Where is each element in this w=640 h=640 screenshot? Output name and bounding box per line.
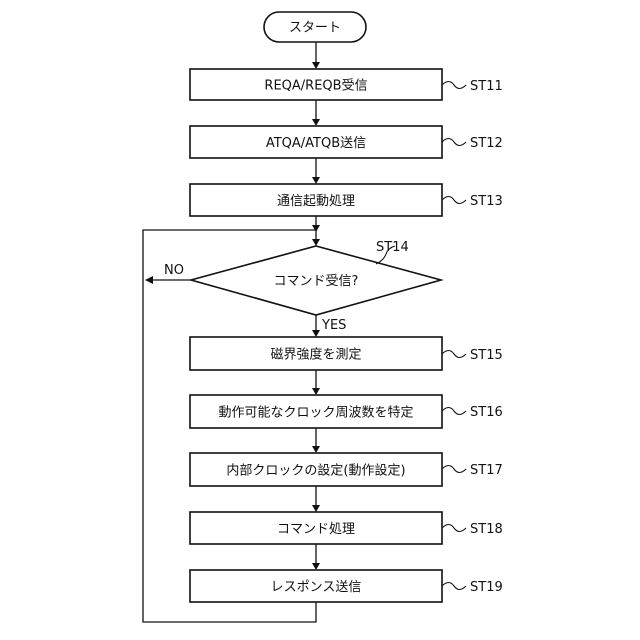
step-id-st12: ST12 <box>470 136 503 151</box>
arrowhead <box>312 119 320 126</box>
arrowhead <box>312 62 320 69</box>
decision-label-st14: コマンド受信? <box>274 274 359 289</box>
step-leader <box>442 139 466 146</box>
process-label-st16: 動作可能なクロック周波数を特定 <box>218 406 413 421</box>
start-label: スタート <box>289 21 341 36</box>
step-leader <box>442 197 466 204</box>
process-label-st13: 通信起動処理 <box>277 194 355 209</box>
process-label-st19: レスポンス送信 <box>271 580 362 595</box>
yes-branch-label: YES <box>321 318 346 333</box>
arrowhead <box>312 446 320 453</box>
loop-arrowhead <box>312 225 320 232</box>
process-label-st12: ATQA/ATQB送信 <box>266 136 366 151</box>
no-branch-arrowhead <box>145 276 153 284</box>
step-id-st17: ST17 <box>470 463 503 478</box>
step-leader <box>442 351 466 358</box>
arrowhead <box>312 505 320 512</box>
arrowhead <box>312 239 320 246</box>
step-id-st11: ST11 <box>470 79 503 94</box>
process-label-st17: 内部クロックの設定(動作設定) <box>226 463 405 479</box>
step-id-st15: ST15 <box>470 348 503 363</box>
step-leader <box>442 466 466 473</box>
arrowhead <box>312 177 320 184</box>
step-leader <box>442 82 466 89</box>
step-leader <box>442 408 466 415</box>
no-branch-label: NO <box>164 263 184 278</box>
step-leader <box>442 525 466 532</box>
process-label-st11: REQA/REQB受信 <box>264 79 367 94</box>
arrowhead <box>312 563 320 570</box>
step-leader <box>442 583 466 590</box>
step-id-st19: ST19 <box>470 580 503 595</box>
step-id-st13: ST13 <box>470 194 503 209</box>
process-label-st15: 磁界強度を測定 <box>270 347 361 363</box>
step-id-st16: ST16 <box>470 405 503 420</box>
arrowhead <box>312 330 320 337</box>
step-id-st14: ST14 <box>376 240 409 255</box>
step-id-st18: ST18 <box>470 522 503 537</box>
arrowhead <box>312 388 320 395</box>
process-label-st18: コマンド処理 <box>277 522 355 537</box>
